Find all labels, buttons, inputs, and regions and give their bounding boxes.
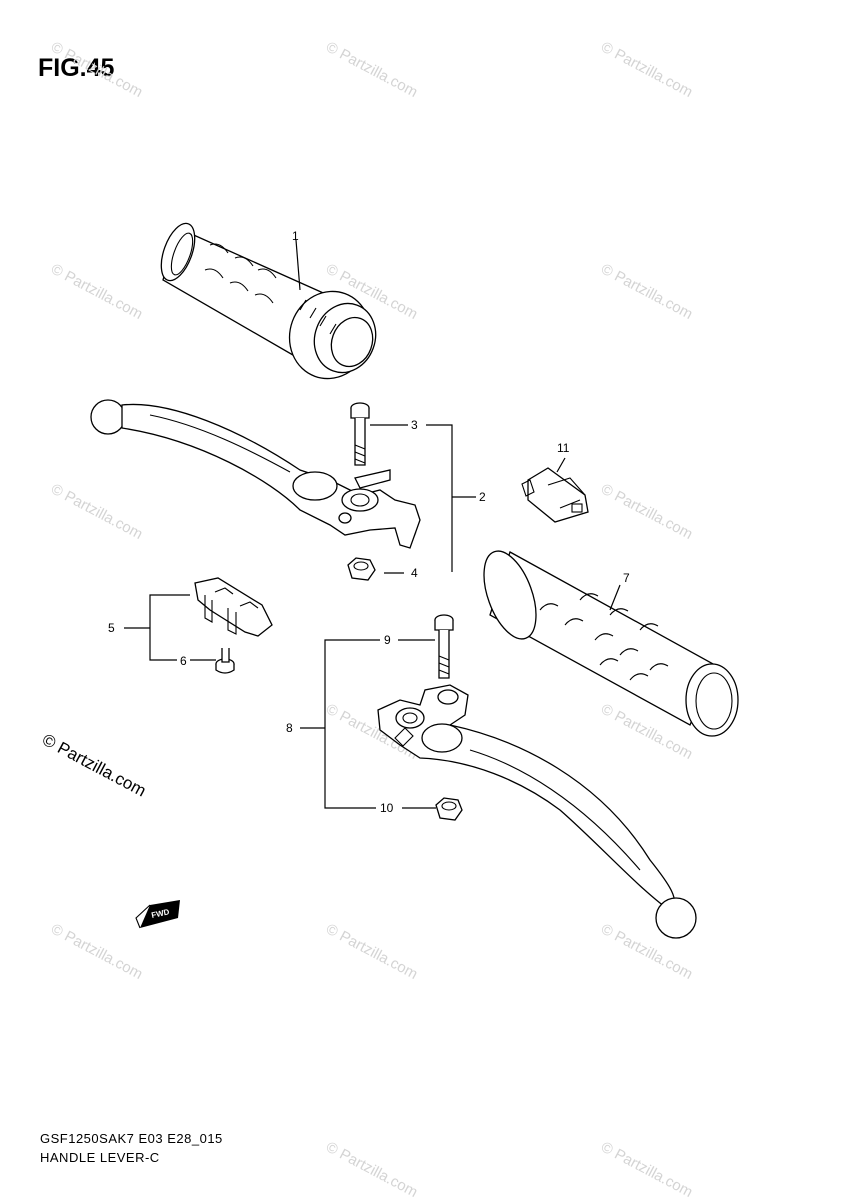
watermark: © Partzilla.com — [48, 921, 145, 983]
callout-8: 8 — [286, 721, 293, 735]
part-switch-5 — [194, 577, 273, 637]
callout-9: 9 — [384, 633, 391, 647]
part-front-brake-lever — [90, 399, 421, 549]
part-bolt-9 — [434, 614, 454, 679]
callout-4: 4 — [411, 566, 418, 580]
callout-6: 6 — [180, 654, 187, 668]
fwd-label: FWD — [151, 907, 171, 920]
watermark: © Partzilla.com — [598, 1139, 695, 1200]
watermark: © Partzilla.com — [48, 481, 145, 543]
watermark: © Partzilla.com — [323, 921, 420, 983]
watermark: © Partzilla.com — [598, 261, 695, 323]
fwd-arrow-icon: FWD — [135, 900, 180, 929]
part-screw-6 — [215, 648, 235, 674]
part-throttle-grip — [160, 222, 377, 380]
part-clutch-lever — [377, 684, 697, 939]
watermark: © Partzilla.com — [48, 261, 145, 323]
part-left-grip — [483, 550, 739, 737]
callout-5: 5 — [108, 621, 115, 635]
callouts: 1 3 2 4 11 7 5 6 9 8 10 — [108, 229, 630, 815]
part-switch-11 — [521, 467, 589, 523]
part-bolt-3 — [350, 402, 370, 466]
part-nut-4 — [347, 557, 376, 581]
watermark: © Partzilla.com — [323, 1139, 420, 1200]
diagram-code: GSF1250SAK7 E03 E28_015 — [40, 1131, 223, 1146]
callout-2: 2 — [479, 490, 486, 504]
watermark: © Partzilla.com — [48, 39, 145, 101]
watermark: © Partzilla.com — [323, 39, 420, 101]
part-nut-10 — [435, 797, 463, 821]
diagram-name: HANDLE LEVER-C — [40, 1150, 160, 1165]
callout-10: 10 — [380, 801, 394, 815]
watermark: © Partzilla.com — [598, 39, 695, 101]
callout-11: 11 — [557, 441, 570, 455]
callout-1: 1 — [292, 229, 299, 243]
callout-7: 7 — [623, 571, 630, 585]
figure-title: FIG.45 — [38, 54, 115, 82]
callout-3: 3 — [411, 418, 418, 432]
leader-lines — [124, 239, 621, 809]
watermark: © Partzilla.com — [598, 481, 695, 543]
